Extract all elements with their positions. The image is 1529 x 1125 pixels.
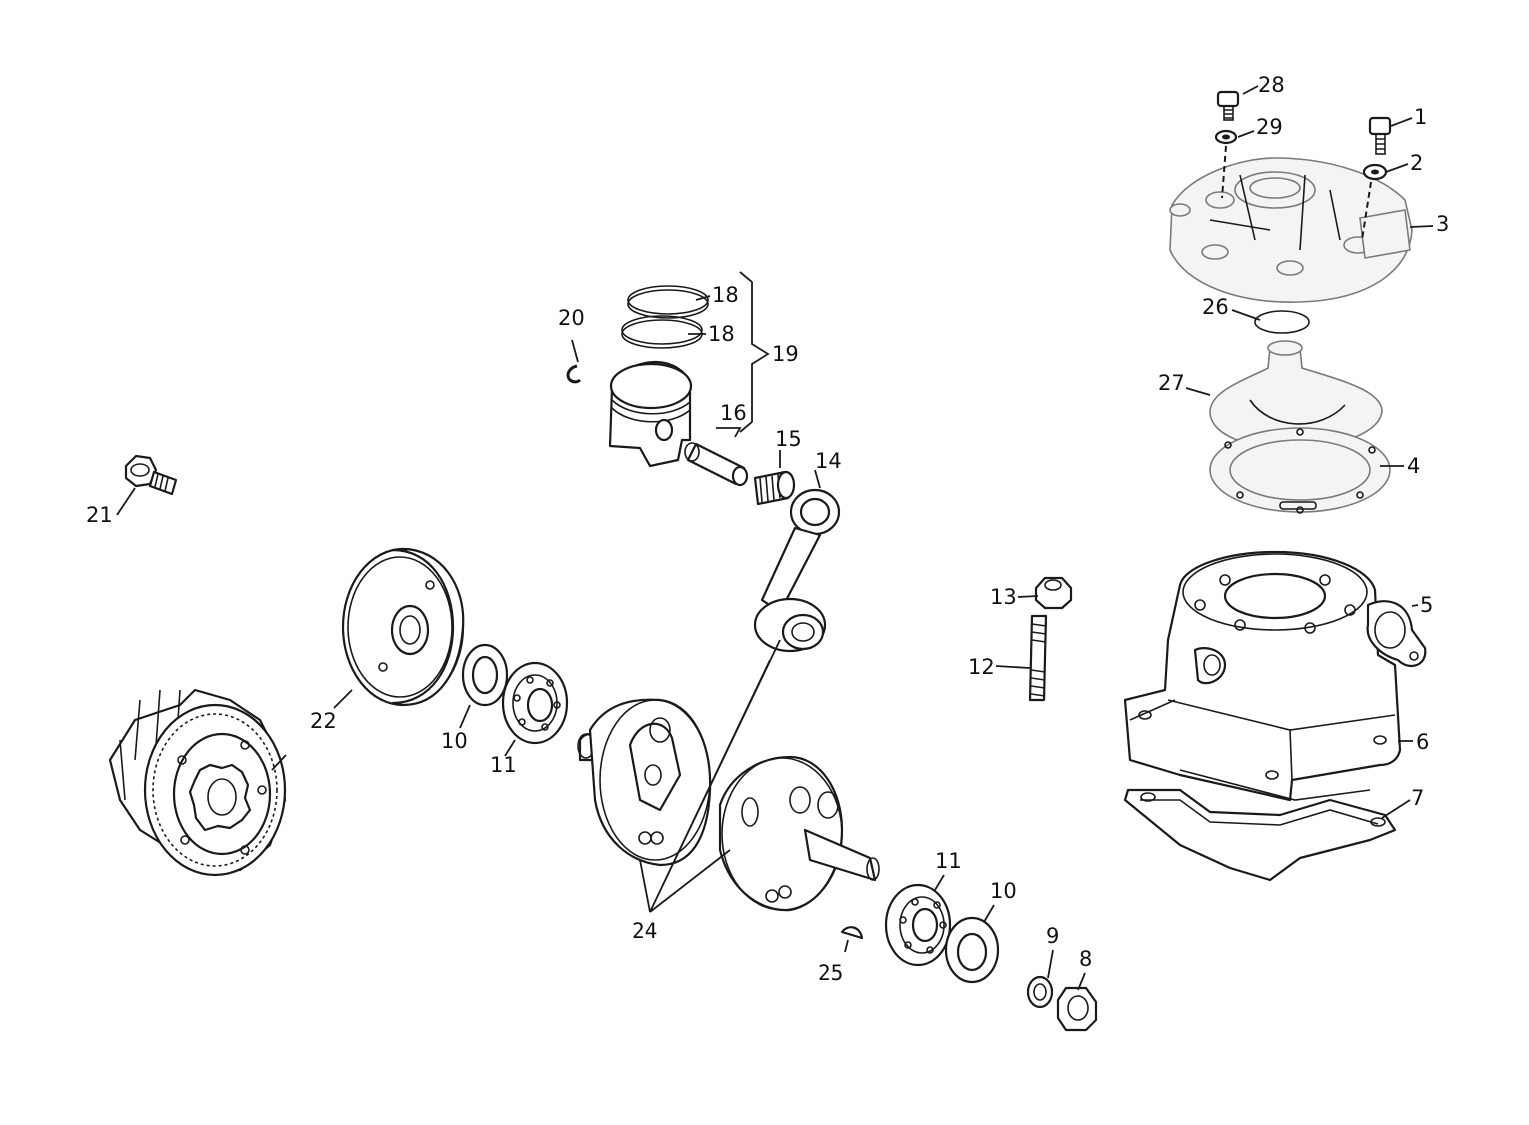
base-gasket-7 (1123, 788, 1397, 882)
label-13: 13 (990, 585, 1017, 609)
piston-ring-18-upper (627, 285, 709, 319)
label-10-right: 10 (990, 879, 1017, 903)
label-19: 19 (772, 342, 799, 366)
label-18-lower: 18 (708, 322, 735, 346)
label-7: 7 (1411, 786, 1424, 810)
label-10-left: 10 (441, 729, 468, 753)
o-ring-26 (1254, 310, 1310, 334)
head-bolt-28 (1216, 90, 1240, 121)
head-gasket-4 (1209, 427, 1391, 514)
washer-9 (1026, 975, 1054, 1009)
leader-lines (116, 85, 1434, 991)
label-1: 1 (1414, 105, 1427, 129)
bolt-21 (124, 454, 178, 496)
label-2: 2 (1410, 151, 1423, 175)
nut-8 (1056, 986, 1098, 1032)
label-22: 22 (310, 709, 337, 733)
clutch-cover-22 (341, 547, 465, 707)
main-bearing-11-left (501, 661, 569, 745)
crankshaft-half-right (718, 755, 880, 912)
wrist-pin-16 (684, 442, 749, 487)
label-16: 16 (720, 401, 747, 425)
label-3: 3 (1436, 212, 1449, 236)
washer-2 (1362, 163, 1388, 181)
piston-ring-18-lower (621, 315, 703, 349)
label-5: 5 (1420, 593, 1433, 617)
label-8: 8 (1079, 947, 1092, 971)
label-12: 12 (968, 655, 995, 679)
label-29: 29 (1256, 115, 1283, 139)
label-11-right: 11 (935, 849, 962, 873)
circlip-20 (566, 364, 582, 384)
label-6: 6 (1416, 730, 1429, 754)
exhaust-gasket-5 (1366, 600, 1427, 668)
washer-29 (1214, 129, 1238, 145)
piston-19 (608, 360, 693, 468)
oil-seal-10-right (944, 916, 1000, 984)
connecting-rod-14 (753, 488, 841, 653)
label-25: 25 (818, 961, 843, 985)
clutch-basket-gear (108, 688, 287, 877)
cylinder-6 (1123, 550, 1402, 802)
label-11-left: 11 (490, 753, 517, 777)
label-18-upper: 18 (712, 283, 739, 307)
label-15: 15 (775, 427, 802, 451)
needle-bearing-15 (753, 470, 796, 506)
flange-nut-13 (1034, 576, 1073, 610)
stud-12 (1028, 614, 1048, 702)
label-28: 28 (1258, 73, 1285, 97)
main-bearing-11-right (884, 883, 952, 967)
label-9: 9 (1046, 924, 1059, 948)
label-14: 14 (815, 449, 842, 473)
woodruff-key-25 (840, 926, 864, 940)
label-21: 21 (86, 503, 113, 527)
oil-seal-10-left (461, 643, 509, 707)
head-bolt-1 (1368, 116, 1392, 155)
crankshaft-half-left (577, 698, 712, 867)
label-26: 26 (1202, 295, 1229, 319)
label-4: 4 (1407, 454, 1420, 478)
part-labels: 28 29 1 2 3 26 27 4 5 6 7 13 12 14 15 16… (86, 73, 1449, 985)
label-24: 24 (632, 919, 657, 943)
label-27: 27 (1158, 371, 1185, 395)
label-20: 20 (558, 306, 585, 330)
cylinder-head (1169, 157, 1413, 303)
